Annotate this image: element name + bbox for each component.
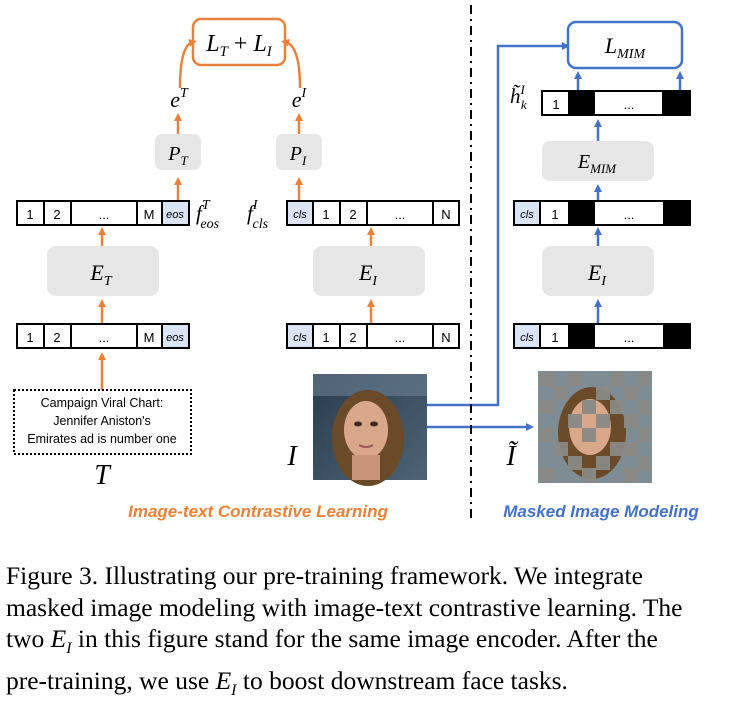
mim-decoder-box: EMIM bbox=[542, 141, 654, 181]
svg-text:...: ... bbox=[99, 207, 110, 222]
caption-line-4a: pre-training, we use bbox=[6, 665, 210, 695]
text-projection-box: PT bbox=[155, 134, 201, 170]
svg-text:...: ... bbox=[395, 330, 406, 345]
input-text-line-1: Campaign Viral Chart: bbox=[41, 396, 164, 410]
svg-text:2: 2 bbox=[53, 207, 60, 222]
svg-text:cls: cls bbox=[520, 209, 534, 221]
svg-text:...: ... bbox=[624, 330, 635, 345]
caption-line-4b: to boost downstream face tasks. bbox=[242, 665, 568, 695]
input-text-box: Campaign Viral Chart: Jennifer Aniston's… bbox=[13, 389, 192, 455]
input-text-line-2: Jennifer Aniston's bbox=[53, 414, 151, 428]
svg-text:1: 1 bbox=[26, 330, 33, 345]
mim-image-encoder-box: EI bbox=[542, 246, 654, 296]
face-image bbox=[313, 374, 427, 486]
svg-text:1: 1 bbox=[551, 207, 558, 222]
svg-text:2: 2 bbox=[349, 207, 356, 222]
mim-output-token-row: 1 ... bbox=[541, 90, 691, 116]
svg-text:1: 1 bbox=[322, 330, 329, 345]
svg-text:cls: cls bbox=[520, 332, 534, 344]
image-projection-box: PI bbox=[276, 134, 322, 170]
svg-text:...: ... bbox=[624, 97, 635, 112]
caption-math-ei-2: EI bbox=[215, 665, 237, 699]
caption-line-3a: two bbox=[6, 624, 45, 653]
svg-text:cls: cls bbox=[293, 332, 307, 344]
caption-line-3: two EI in this figure stand for the same… bbox=[6, 623, 728, 665]
image-to-loss-arrow bbox=[281, 38, 302, 89]
contrastive-loss-label: LT + LI bbox=[205, 31, 273, 60]
caption-line-1: Figure 3. Illustrating our pre-training … bbox=[6, 561, 643, 590]
image-encoder-box: EI bbox=[313, 246, 425, 296]
svg-text:...: ... bbox=[99, 330, 110, 345]
text-symbol: T bbox=[94, 460, 112, 491]
svg-text:...: ... bbox=[624, 207, 635, 222]
svg-text:1: 1 bbox=[322, 207, 329, 222]
image-to-mim-loss-arrow bbox=[427, 42, 570, 407]
caption-line-4: pre-training, we use EI to boost downstr… bbox=[6, 665, 728, 706]
svg-text:2: 2 bbox=[53, 330, 60, 345]
image-embedding-label: eI bbox=[292, 86, 308, 112]
svg-text:eos: eos bbox=[166, 209, 184, 221]
image-token-row-top: cls 1 2 ... N bbox=[286, 200, 460, 226]
svg-text:cls: cls bbox=[293, 209, 307, 221]
image-symbol: I bbox=[286, 441, 298, 472]
svg-text:1: 1 bbox=[552, 97, 559, 112]
svg-text:N: N bbox=[441, 207, 450, 222]
text-encoder-box: ET bbox=[47, 246, 159, 296]
mim-loss-box: LMIM bbox=[566, 20, 684, 70]
mim-token-row-top: cls 1 ... bbox=[513, 200, 691, 226]
svg-text:M: M bbox=[144, 207, 155, 222]
masked-face-image bbox=[538, 371, 652, 483]
text-token-row-top: 1 2 ... M eos bbox=[16, 200, 190, 226]
caption-line-2: masked image modeling with image-text co… bbox=[6, 592, 683, 622]
text-to-loss-arrow bbox=[178, 39, 197, 89]
figure-caption: Figure 3. Illustrating our pre-training … bbox=[6, 560, 728, 706]
input-text-line-3: Emirates ad is number one bbox=[27, 432, 176, 446]
svg-text:M: M bbox=[144, 330, 155, 345]
mim-token-row-bottom: cls 1 ... bbox=[513, 323, 691, 349]
svg-text:eos: eos bbox=[166, 332, 184, 344]
text-embedding-label: eT bbox=[170, 86, 189, 112]
caption-line-3b: in this figure stand for the same image … bbox=[77, 624, 658, 653]
text-token-row-bottom: 1 2 ... M eos bbox=[16, 323, 190, 349]
svg-text:N: N bbox=[441, 330, 450, 345]
contrastive-loss-box: LT + LI bbox=[191, 17, 287, 67]
caption-math-ei-1: EI bbox=[50, 624, 72, 658]
svg-text:...: ... bbox=[395, 207, 406, 222]
image-token-row-bottom: cls 1 2 ... N bbox=[286, 323, 460, 349]
svg-text:1: 1 bbox=[551, 330, 558, 345]
svg-text:2: 2 bbox=[349, 330, 356, 345]
masked-image-symbol: Ĩ bbox=[505, 441, 518, 472]
left-section-label: Image-text Contrastive Learning bbox=[128, 502, 388, 521]
svg-text:EMIM: EMIM bbox=[577, 151, 617, 176]
right-section-label: Masked Image Modeling bbox=[503, 502, 699, 521]
svg-text:1: 1 bbox=[26, 207, 33, 222]
